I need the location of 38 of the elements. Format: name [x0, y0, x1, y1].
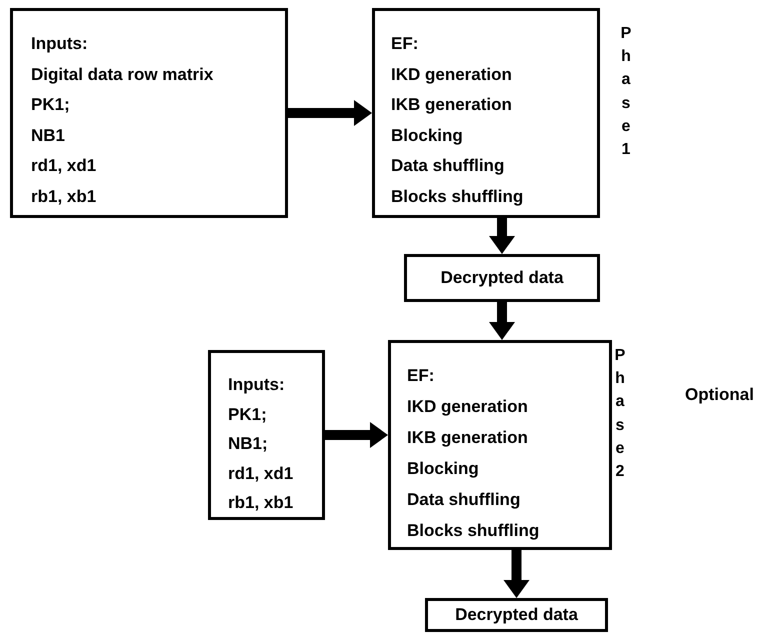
- process-box: [208, 350, 325, 520]
- box-text: Digital data row matrix: [31, 64, 214, 86]
- process-box: [372, 8, 600, 218]
- box-text: Data shuffling: [391, 155, 504, 177]
- box-text: EF:: [391, 33, 418, 55]
- arrow: [325, 422, 388, 448]
- box-text: Blocking: [407, 458, 479, 480]
- box-text: Decrypted data: [440, 267, 564, 289]
- box-text: Inputs:: [31, 33, 88, 55]
- box-text: PK1;: [228, 404, 267, 426]
- phase-label: Phase 1: [620, 24, 632, 160]
- box-text: IKD generation: [407, 396, 528, 418]
- note-text: Optional: [685, 385, 754, 405]
- box-text: rd1, xd1: [228, 462, 294, 484]
- box-text: NB1: [31, 124, 66, 146]
- box-text: IKD generation: [391, 64, 512, 86]
- arrow: [288, 100, 372, 126]
- phase-label: Phase 2: [614, 346, 626, 482]
- box-text: Inputs:: [228, 374, 285, 396]
- box-text: Data shuffling: [407, 489, 520, 511]
- arrow: [489, 302, 515, 340]
- box-text: PK1;: [31, 94, 70, 116]
- box-text: Blocks shuffling: [391, 186, 524, 208]
- box-text: rd1, xd1: [31, 155, 96, 177]
- box-text: Decrypted data: [455, 604, 578, 626]
- box-text: rb1, xb1: [228, 492, 294, 514]
- process-box: [404, 254, 600, 302]
- arrow: [489, 218, 515, 254]
- box-text: EF:: [407, 365, 434, 387]
- box-text: rb1, xb1: [31, 186, 96, 208]
- box-text: IKB generation: [407, 427, 528, 449]
- box-text: IKB generation: [391, 94, 512, 116]
- box-text: Blocks shuffling: [407, 520, 540, 542]
- process-box: [10, 8, 288, 218]
- process-box: [425, 598, 608, 632]
- process-box: [388, 340, 612, 550]
- box-text: Blocking: [391, 124, 463, 147]
- box-text: NB1;: [228, 433, 268, 455]
